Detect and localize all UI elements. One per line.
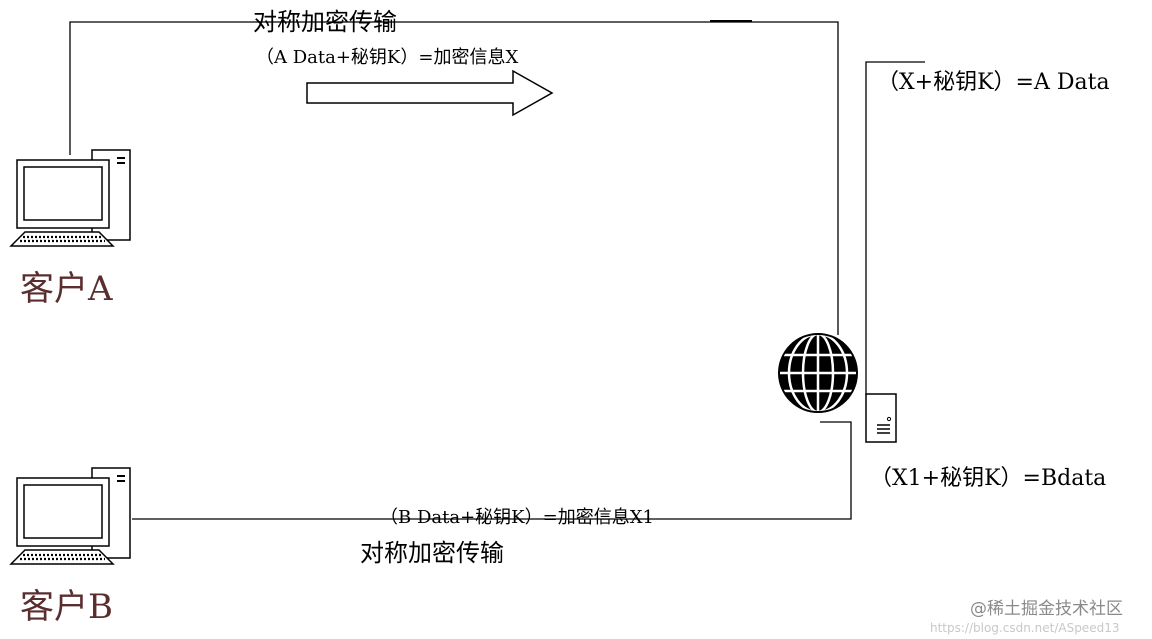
- bottom-formula-label: （B Data+秘钥K）=加密信息X1: [380, 507, 654, 528]
- server-decrypt-b-label: （X1+秘钥K）=Bdata: [870, 466, 1107, 491]
- top-connection-line: [69, 20, 839, 335]
- server-decrypt-a-label: （X+秘钥K）=A Data: [877, 70, 1110, 95]
- client-a-computer-icon: [9, 148, 132, 248]
- client-b-label: 客户B: [20, 587, 113, 627]
- bottom-channel-label: 对称加密传输: [360, 539, 504, 567]
- globe-icon: [778, 332, 858, 414]
- client-b-computer-icon: [9, 466, 132, 566]
- server-tower-icon: [865, 393, 897, 443]
- watermark-url: https://blog.csdn.net/ASpeed13: [930, 621, 1120, 635]
- right-arrow-icon: [306, 69, 554, 117]
- server-uplink-line: [865, 61, 925, 395]
- watermark-brand: @稀土掘金技术社区: [970, 599, 1123, 619]
- top-channel-label: 对称加密传输: [253, 8, 397, 36]
- client-a-label: 客户A: [20, 269, 113, 309]
- top-formula-label: （A Data+秘钥K）=加密信息X: [256, 47, 519, 68]
- server-downlink-line: [132, 421, 852, 520]
